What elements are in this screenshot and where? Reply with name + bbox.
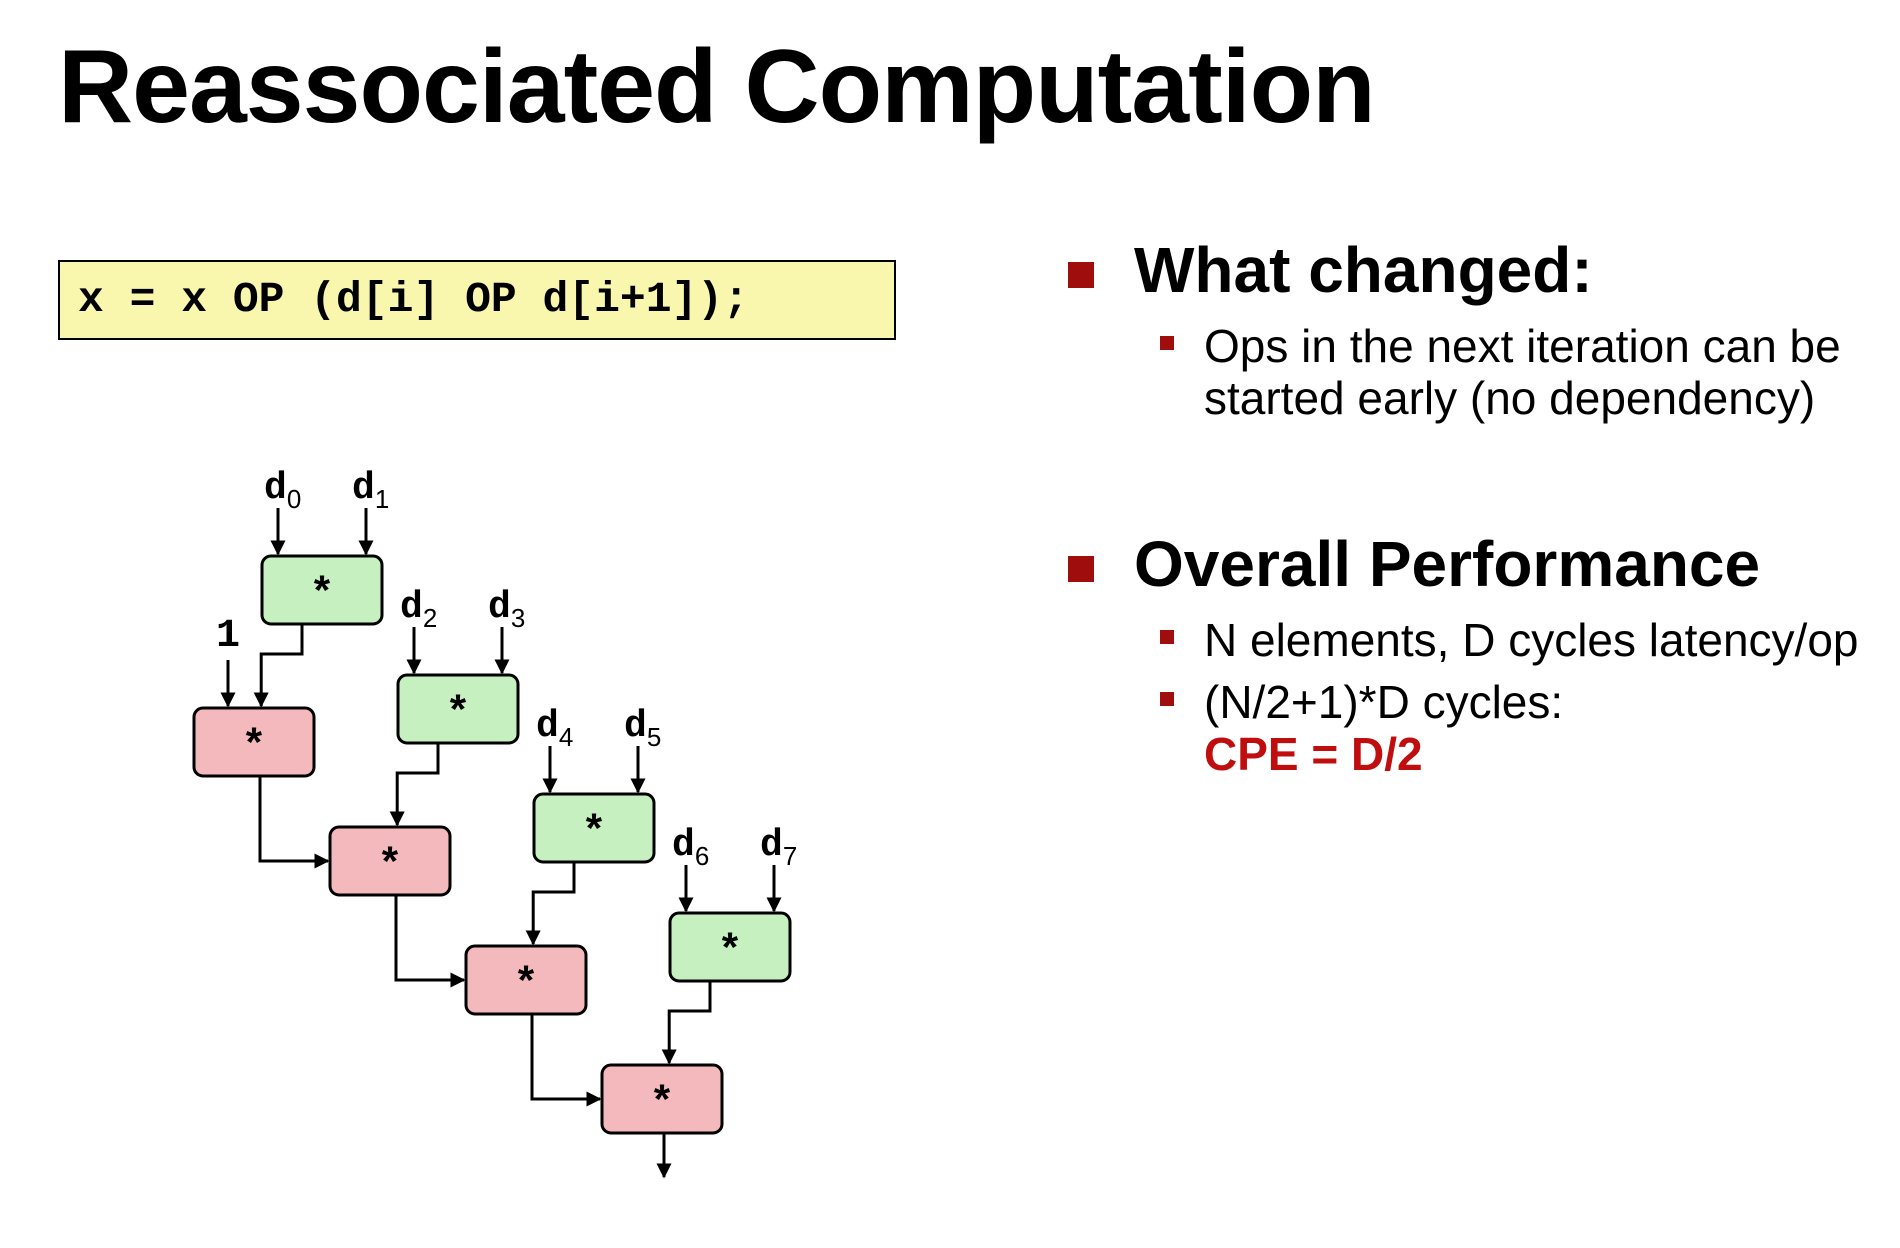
bullet-list: N elements, D cycles latency/op (N/2+1)*… bbox=[1068, 614, 1868, 780]
input-label-d6: d6 bbox=[672, 824, 709, 871]
cpe-highlight: CPE = D/2 bbox=[1204, 728, 1423, 780]
operator-symbol: * bbox=[445, 690, 470, 738]
pair-to-acc-arrow bbox=[525, 862, 576, 946]
pair-op-node-1: * bbox=[396, 673, 520, 745]
section-heading: What changed: bbox=[1134, 234, 1593, 306]
section-what-changed: What changed: Ops in the next iteration … bbox=[1068, 230, 1868, 424]
acc-op-node-3: * bbox=[600, 1063, 724, 1135]
bullet-text: Ops in the next iteration can be started… bbox=[1204, 320, 1841, 424]
pair-op-node-2: * bbox=[532, 792, 656, 864]
reassociation-diagram: * * * * * * * * d0 d1 1 d2 d3 d4 d5 d6 d7 bbox=[192, 467, 797, 1179]
operator-symbol: * bbox=[581, 809, 606, 857]
operator-symbol: * bbox=[649, 1080, 674, 1128]
sub-bullet-icon bbox=[1160, 336, 1174, 350]
pair-to-acc-arrow bbox=[389, 743, 440, 827]
pair-to-acc-arrow bbox=[253, 624, 304, 708]
acc-chain-arrow bbox=[394, 895, 466, 988]
diagram-nodes: * * * * * * * * bbox=[192, 554, 792, 1135]
input-label-d0: d0 bbox=[264, 467, 301, 514]
input-label-d3: d3 bbox=[488, 586, 525, 633]
sub-bullet-icon bbox=[1160, 630, 1174, 644]
section-overall-performance: Overall Performance N elements, D cycles… bbox=[1068, 524, 1868, 780]
bullet-item: N elements, D cycles latency/op bbox=[1160, 614, 1868, 666]
bullet-text: N elements, D cycles latency/op bbox=[1204, 614, 1859, 666]
input-label-d4: d4 bbox=[536, 705, 573, 752]
pair-op-node-0: * bbox=[260, 554, 384, 626]
acc-op-node-2: * bbox=[464, 944, 588, 1016]
pair-to-acc-arrow bbox=[661, 981, 712, 1065]
acc-op-node-0: * bbox=[192, 706, 316, 778]
pair-op-node-3: * bbox=[668, 911, 792, 983]
section-heading: Overall Performance bbox=[1134, 528, 1761, 600]
operator-symbol: * bbox=[309, 571, 334, 619]
section-bullet-icon bbox=[1068, 262, 1094, 288]
input-label-d7: d7 bbox=[760, 824, 797, 871]
bullet-text: (N/2+1)*D cycles: bbox=[1204, 676, 1564, 728]
section-bullet-icon bbox=[1068, 556, 1094, 582]
operator-symbol: * bbox=[377, 842, 402, 890]
operator-symbol: * bbox=[513, 961, 538, 1009]
code-snippet: x = x OP (d[i] OP d[i+1]); bbox=[58, 260, 896, 340]
bullet-panel: What changed: Ops in the next iteration … bbox=[1068, 230, 1868, 780]
input-label-d2: d2 bbox=[400, 586, 437, 633]
input-label-d5: d5 bbox=[624, 705, 661, 752]
acc-op-node-1: * bbox=[328, 825, 452, 897]
operator-symbol: * bbox=[241, 723, 266, 771]
diagram-edges bbox=[220, 508, 782, 1179]
bullet-item: Ops in the next iteration can be started… bbox=[1160, 320, 1868, 424]
operator-symbol: * bbox=[717, 928, 742, 976]
bullet-list: Ops in the next iteration can be started… bbox=[1068, 320, 1868, 424]
initial-value-label: 1 bbox=[216, 614, 240, 659]
acc-chain-arrow bbox=[530, 1014, 602, 1107]
bullet-item: (N/2+1)*D cycles: CPE = D/2 bbox=[1160, 676, 1868, 780]
acc-chain-arrow bbox=[258, 776, 330, 869]
sub-bullet-icon bbox=[1160, 692, 1174, 706]
diagram-labels: d0 d1 1 d2 d3 d4 d5 d6 d7 bbox=[216, 467, 797, 871]
slide-title: Reassociated Computation bbox=[58, 29, 1376, 145]
input-label-d1: d1 bbox=[352, 467, 389, 514]
